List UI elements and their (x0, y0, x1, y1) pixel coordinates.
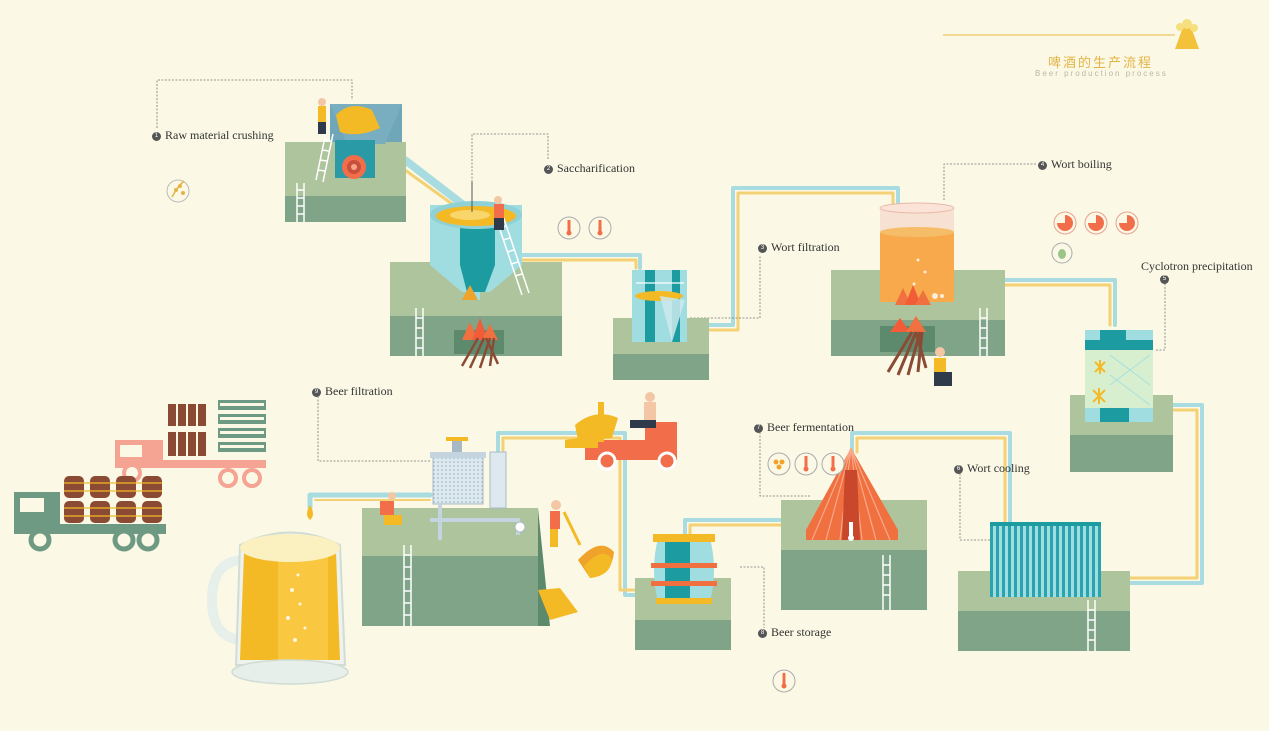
wort-boiling-station (831, 202, 1005, 386)
thermometer-icon (821, 452, 845, 476)
wort-filtration-station (613, 270, 709, 380)
step-label-text: Cyclotron precipitation (1141, 259, 1253, 273)
thermometer-icon (588, 216, 612, 240)
wheat-icon (166, 179, 190, 203)
storage-station (635, 534, 731, 650)
label-leader-lines (156, 79, 1166, 628)
step-number: 8 (758, 628, 767, 638)
title-english: Beer production process (1035, 69, 1168, 78)
step-label-text: Beer storage (771, 625, 832, 639)
step-label-text: Saccharification (557, 161, 635, 175)
step-label-text: Beer fermentation (767, 420, 854, 434)
thermometer-icon (772, 669, 796, 693)
step-wort-cooling: 6 Wort cooling (954, 461, 1030, 476)
step-number: 6 (954, 464, 963, 474)
ladder (296, 183, 305, 222)
step-raw-material-crushing: 1 Raw material crushing (152, 128, 274, 143)
hops-icon (1051, 242, 1073, 264)
forklift (565, 392, 677, 471)
fire (460, 318, 500, 369)
step-wort-boiling: 4 Wort boiling (1038, 157, 1112, 172)
title-chinese: 啤酒的生产流程 (1048, 55, 1154, 70)
step-cyclotron-precipitation: Cyclotron precipitation (1141, 259, 1253, 274)
bottle-truck (115, 400, 266, 488)
barrel-truck (14, 476, 166, 552)
step-label-text: Wort boiling (1051, 157, 1112, 171)
saccharification-station (390, 182, 562, 369)
timer-icon (1115, 211, 1139, 235)
step-wort-filtration: 3 Wort filtration (758, 240, 840, 255)
step-number: 9 (312, 387, 321, 397)
step-beer-storage: 8 Beer storage (758, 625, 831, 640)
crusher-station (285, 98, 406, 222)
worker (934, 347, 952, 386)
fermentation-station (781, 447, 927, 610)
step-number: 2 (544, 164, 553, 174)
step-saccharification: 2 Saccharification (544, 161, 635, 176)
title-decoration (943, 19, 1199, 49)
step-cyclotron-number: 5 (1160, 271, 1173, 286)
yeast-icon (767, 452, 791, 476)
fire (886, 285, 931, 376)
beer-mug-logo-icon (1175, 19, 1199, 49)
sweeping-worker (550, 500, 614, 578)
worker (380, 492, 402, 525)
step-number: 5 (1160, 274, 1169, 284)
beer-mug (206, 505, 349, 685)
worker (318, 98, 326, 134)
step-number: 1 (152, 131, 161, 141)
step-number: 3 (758, 243, 767, 253)
timer-icon (1084, 211, 1108, 235)
wort-cooling-station (958, 522, 1130, 651)
pipes (307, 156, 1204, 597)
beer-filtration-station (362, 437, 578, 626)
step-beer-fermentation: 7 Beer fermentation (754, 420, 854, 435)
timer-icon (1053, 211, 1077, 235)
thermometer-icon (794, 452, 818, 476)
step-beer-filtration: 9 Beer filtration (312, 384, 393, 399)
step-label-text: Beer filtration (325, 384, 393, 398)
step-label-text: Raw material crushing (165, 128, 274, 142)
step-label-text: Wort filtration (771, 240, 840, 254)
step-number: 7 (754, 423, 763, 433)
worker (494, 196, 504, 230)
step-label-text: Wort cooling (967, 461, 1030, 475)
thermometer-icon (557, 216, 581, 240)
cyclotron-station (1070, 330, 1173, 472)
step-number: 4 (1038, 160, 1047, 170)
